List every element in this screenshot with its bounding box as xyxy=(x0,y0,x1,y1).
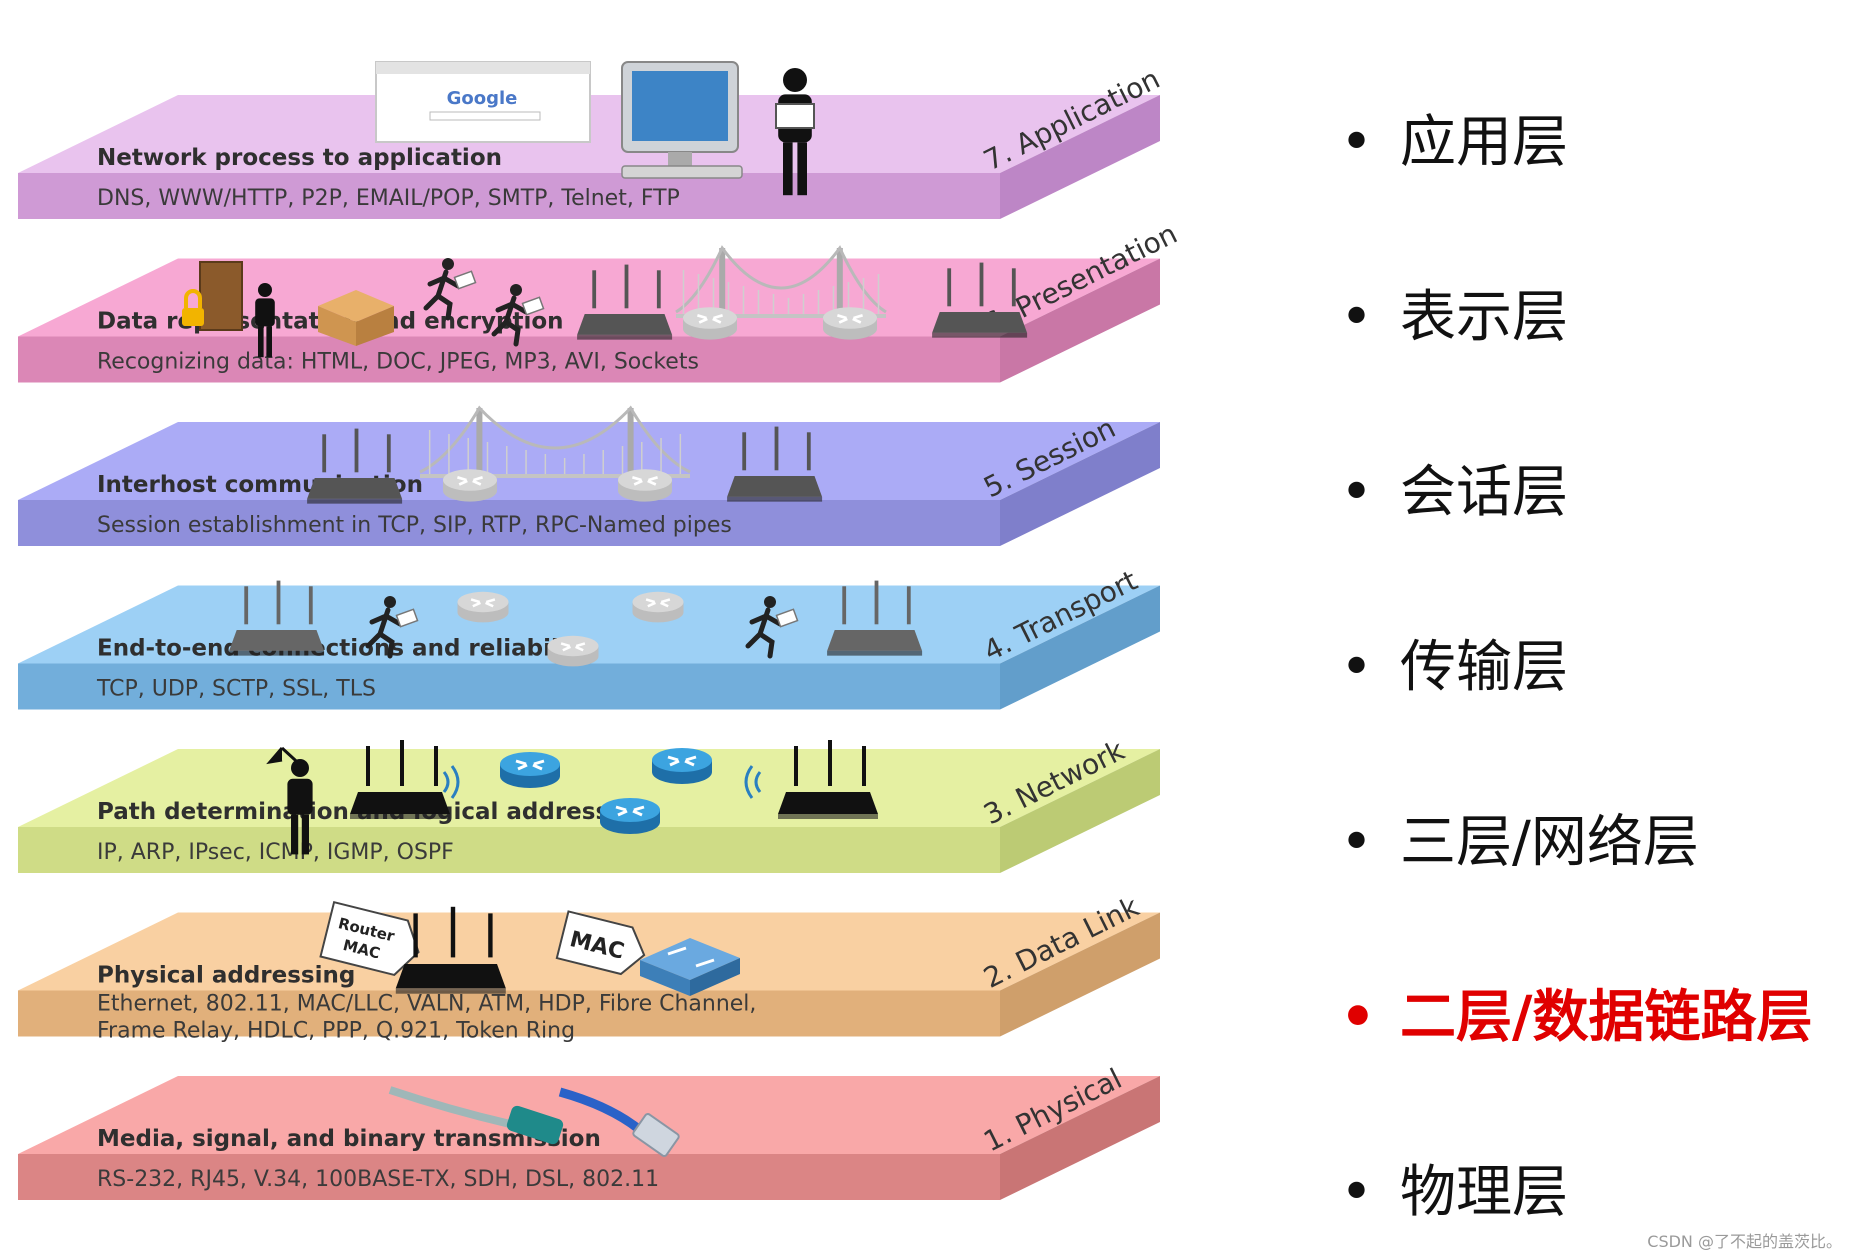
wifi-signal-icon-left xyxy=(442,765,460,799)
layer-3-protocols: IP, ARP, IPsec, ICMP, IGMP, OSPF xyxy=(97,840,454,865)
layer-6-protocols: Recognizing data: HTML, DOC, JPEG, MP3, … xyxy=(97,350,699,375)
layer-6-front xyxy=(18,336,1000,383)
router-icon-layer4-left xyxy=(229,580,325,656)
layer-2-side xyxy=(1000,912,1160,1037)
switch-icon-layer4-b xyxy=(547,635,599,667)
wifi-signal-icon-right xyxy=(744,765,762,799)
layer-1-protocols: RS-232, RJ45, V.34, 100BASE-TX, SDH, DSL… xyxy=(97,1167,659,1192)
layer-7-side xyxy=(1000,95,1160,219)
door-lock-icon xyxy=(182,261,243,331)
google-logo-text: Google xyxy=(447,88,518,109)
layer-4-front xyxy=(18,663,1000,710)
letter-icon xyxy=(775,103,815,129)
layer-4-protocols: TCP, UDP, SCTP, SSL, TLS xyxy=(96,677,376,702)
layer-7-front xyxy=(18,173,1000,219)
bridge-illustration-layer5 xyxy=(419,405,691,478)
switch-icon-layer6-a xyxy=(683,307,737,340)
person-with-flag-icon xyxy=(287,759,313,855)
router-icon-layer4-right xyxy=(827,580,923,656)
layer-4-title: End-to-end connections and reliability xyxy=(97,636,593,662)
layer-7-title: Network process to application xyxy=(97,145,502,171)
layer-name-list: •应用层•表示层•会话层•传输层•三层/网络层•二层/数据链路层•物理层 xyxy=(1340,0,1852,1260)
layer-list-item-4: •传输层 xyxy=(1340,640,1568,696)
switch-icon-layer4-a xyxy=(457,591,509,623)
layer-list-item-3: •会话层 xyxy=(1340,465,1568,521)
bullet: • xyxy=(1340,985,1376,1050)
layer-list-label: 会话层 xyxy=(1400,460,1568,525)
running-person-icon-3 xyxy=(365,596,419,659)
bullet: • xyxy=(1340,110,1374,175)
switch-icon-layer6-b xyxy=(823,307,877,340)
layer-3-side xyxy=(1000,749,1160,873)
router-puck-icon-layer3-b xyxy=(600,798,660,834)
bullet: • xyxy=(1340,1160,1374,1225)
layer-list-item-1: •应用层 xyxy=(1340,115,1568,171)
layer-list-item-7: •物理层 xyxy=(1340,1165,1568,1221)
router-icon-layer2 xyxy=(395,906,506,994)
layer-list-item-2: •表示层 xyxy=(1340,290,1568,346)
layer-list-label: 二层/数据链路层 xyxy=(1400,985,1813,1050)
layer-list-item-5: •三层/网络层 xyxy=(1340,815,1699,871)
layer-list-label: 应用层 xyxy=(1400,110,1568,175)
running-person-icon-2 xyxy=(491,284,545,347)
router-icon-layer3-left xyxy=(350,740,450,819)
layer-5-top xyxy=(18,422,1160,500)
layer-list-label: 表示层 xyxy=(1400,285,1568,350)
layer-1-front xyxy=(18,1154,1000,1200)
router-icon-layer6-left xyxy=(577,264,673,340)
switch-icon-layer5-a xyxy=(443,469,497,502)
switch-icon-layer4-c xyxy=(632,591,684,623)
cardboard-box-icon xyxy=(318,290,394,346)
ethernet-cable-icon xyxy=(558,1087,680,1157)
layer-7-protocols: DNS, WWW/HTTP, P2P, EMAIL/POP, SMTP, Tel… xyxy=(97,186,680,211)
layer-2-title: Physical addressing xyxy=(97,963,355,989)
desktop-computer-icon xyxy=(621,61,743,179)
router-icon-layer5-right xyxy=(727,426,823,502)
layer-list-label: 三层/网络层 xyxy=(1400,810,1699,875)
switch-icon-layer2 xyxy=(640,938,740,996)
browser-window-illustration: Google xyxy=(375,61,591,143)
bullet: • xyxy=(1340,810,1374,875)
running-person-icon-4 xyxy=(745,596,799,659)
bullet: • xyxy=(1340,635,1374,700)
bullet: • xyxy=(1340,285,1374,350)
mac-tag: MAC xyxy=(555,910,646,976)
layer-list-label: 物理层 xyxy=(1400,1160,1568,1225)
layer-3-front xyxy=(18,827,1000,873)
layer-list-label: 传输层 xyxy=(1400,635,1568,700)
running-person-icon-1 xyxy=(423,258,477,321)
watermark: CSDN @了不起的盖茨比。 xyxy=(1647,1232,1842,1251)
layer-6-side xyxy=(1000,258,1160,383)
router-puck-icon-layer3-a xyxy=(500,752,560,788)
router-puck-icon-layer3-c xyxy=(652,748,712,784)
layer-4-side xyxy=(1000,585,1160,710)
bullet: • xyxy=(1340,460,1374,525)
layer-2-protocols-line-1: Ethernet, 802.11, MAC/LLC, VALN, ATM, HD… xyxy=(97,992,756,1017)
fiber-optic-cable-icon xyxy=(388,1086,564,1145)
layer-1-side xyxy=(1000,1076,1160,1200)
flag-icon xyxy=(266,746,308,772)
layer-2-protocols-line-2: Frame Relay, HDLC, PPP, Q.921, Token Rin… xyxy=(97,1019,575,1044)
layer-2-front xyxy=(18,990,1000,1037)
layer-5-front xyxy=(18,500,1000,546)
router-icon-layer3-right xyxy=(778,740,878,819)
router-icon-layer6-right xyxy=(932,262,1028,338)
layer-list-item-6: •二层/数据链路层 xyxy=(1340,990,1812,1046)
router-icon-layer5-left xyxy=(307,428,403,504)
layer-5-side xyxy=(1000,422,1160,546)
person-at-door-icon xyxy=(255,283,275,358)
switch-icon-layer5-b xyxy=(618,469,672,502)
layer-1-top xyxy=(18,1076,1160,1154)
layer-5-protocols: Session establishment in TCP, SIP, RTP, … xyxy=(97,513,732,538)
